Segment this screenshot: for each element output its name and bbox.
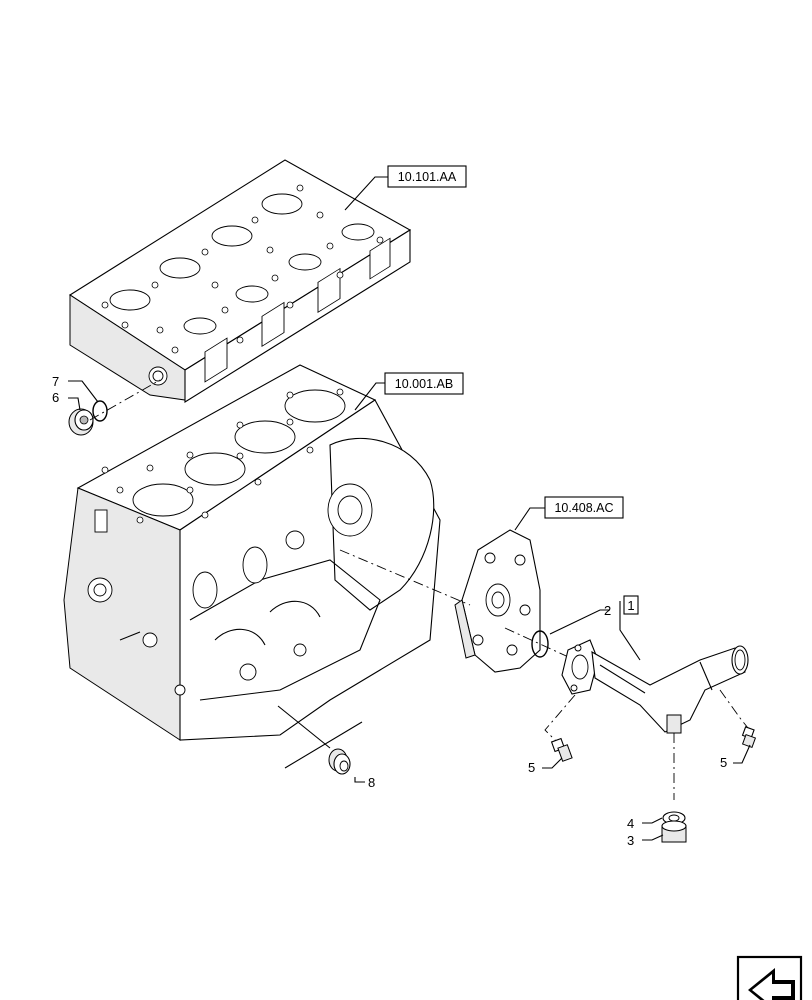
bushing-8 bbox=[328, 748, 351, 775]
ref-label-engine-block: 10.001.AB bbox=[395, 377, 453, 391]
bolt-5-right bbox=[741, 726, 757, 749]
oil-suction-pipe bbox=[561, 639, 749, 734]
oil-pump-cover bbox=[454, 529, 541, 673]
ref-box-oil-pump-cover: 10.408.AC bbox=[544, 496, 624, 519]
o-ring-2 bbox=[531, 630, 549, 658]
ref-label-oil-pump-cover: 10.408.AC bbox=[554, 501, 613, 515]
callout-3: 3 bbox=[627, 833, 634, 848]
seal-ring-7 bbox=[92, 400, 108, 422]
callout-2: 2 bbox=[604, 603, 611, 618]
callout-7: 7 bbox=[52, 374, 59, 389]
callout-1: 1 bbox=[627, 598, 634, 613]
next-page-arrow-icon[interactable] bbox=[736, 955, 803, 1000]
ref-box-cylinder-head: 10.101.AA bbox=[387, 165, 467, 188]
callout-5-right: 5 bbox=[720, 755, 727, 770]
cylinder-head bbox=[68, 159, 412, 403]
callout-6: 6 bbox=[52, 390, 59, 405]
bolt-5-left bbox=[550, 737, 573, 762]
callout-box-1: 1 bbox=[623, 595, 639, 615]
ref-box-engine-block: 10.001.AB bbox=[384, 372, 464, 395]
callout-8: 8 bbox=[368, 775, 375, 790]
engine-block bbox=[63, 364, 441, 741]
callout-5-left: 5 bbox=[528, 760, 535, 775]
fitting-3 bbox=[661, 820, 687, 843]
plug-6 bbox=[68, 408, 94, 436]
ref-label-cylinder-head: 10.101.AA bbox=[398, 170, 457, 184]
callout-4: 4 bbox=[627, 816, 634, 831]
